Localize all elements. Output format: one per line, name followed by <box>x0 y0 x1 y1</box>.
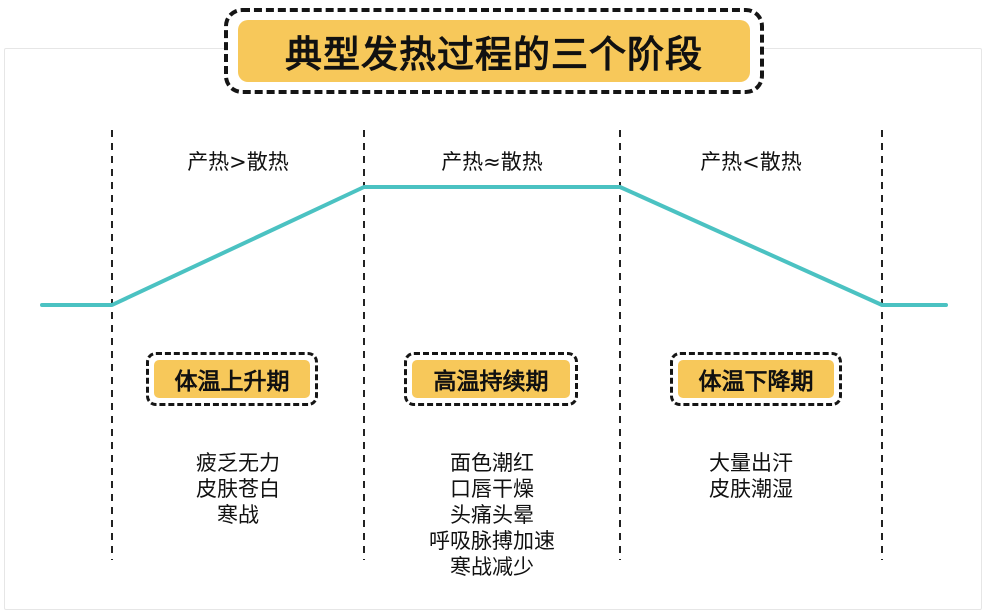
title-banner-fill: 典型发热过程的三个阶段 <box>238 20 750 82</box>
symptom-item: 大量出汗 <box>709 451 793 475</box>
symptom-item: 呼吸脉搏加速 <box>429 529 555 553</box>
phase-2-symptoms: 面色潮红 口唇干燥 头痛头晕 呼吸脉搏加速 寒战减少 <box>372 450 612 580</box>
symptom-item: 口唇干燥 <box>450 477 534 501</box>
title-banner: 典型发热过程的三个阶段 <box>224 8 764 94</box>
symptom-item: 面色潮红 <box>450 451 534 475</box>
phase-3-name: 体温下降期 <box>678 360 834 398</box>
phase-3-ratio: 产热<散热 <box>700 150 802 174</box>
phase-3-symptoms: 大量出汗 皮肤潮湿 <box>631 450 871 502</box>
symptom-item: 寒战减少 <box>450 555 534 579</box>
temperature-curve <box>40 185 948 307</box>
phase-1-name: 体温上升期 <box>154 360 310 398</box>
phase-1-label: 体温上升期 <box>146 352 318 406</box>
phase-3-label: 体温下降期 <box>670 352 842 406</box>
symptom-item: 头痛头晕 <box>450 503 534 527</box>
diagram-title: 典型发热过程的三个阶段 <box>285 33 703 76</box>
symptom-item: 疲乏无力 <box>196 451 280 475</box>
phase-2-name: 高温持续期 <box>412 360 570 398</box>
phase-dividers <box>111 130 883 560</box>
diagram-frame <box>4 48 982 610</box>
phase-2-ratio: 产热≈散热 <box>441 150 543 174</box>
symptom-item: 皮肤苍白 <box>196 477 280 501</box>
symptom-item: 皮肤潮湿 <box>709 477 793 501</box>
phase-1-symptoms: 疲乏无力 皮肤苍白 寒战 <box>118 450 358 528</box>
phase-1-ratio: 产热>散热 <box>187 150 289 174</box>
symptom-item: 寒战 <box>217 503 259 527</box>
phase-2-label: 高温持续期 <box>404 352 578 406</box>
